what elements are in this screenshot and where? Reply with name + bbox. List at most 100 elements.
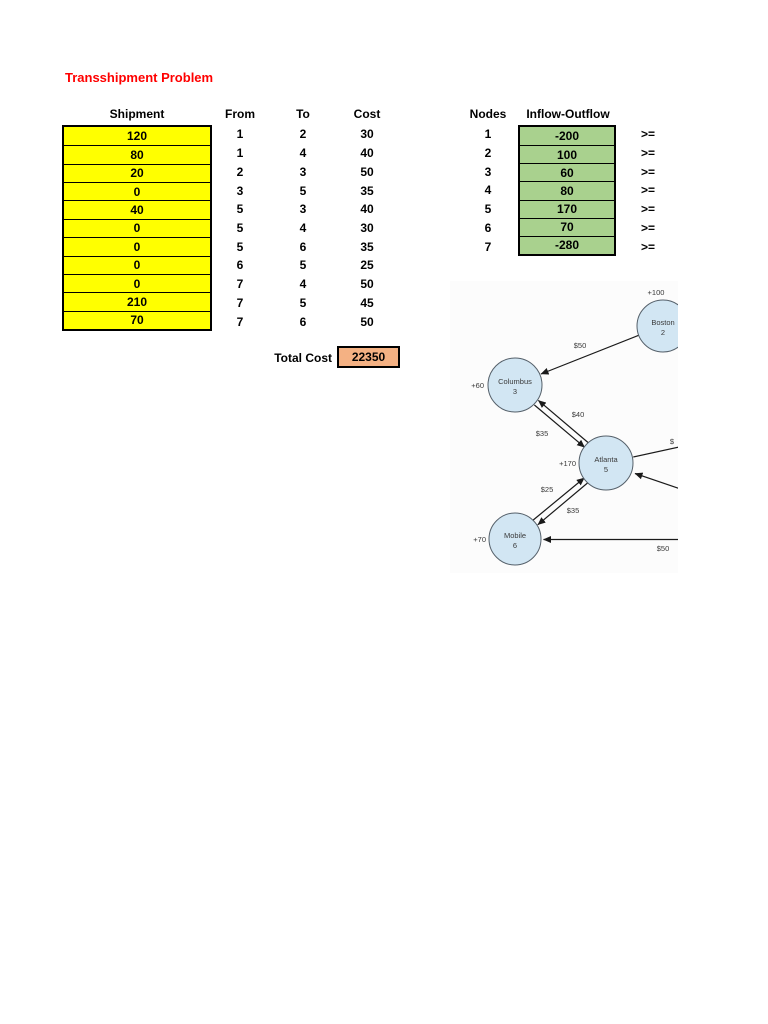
node-number-column: 1 2 3 4 5 6 7 — [464, 125, 512, 256]
edge-cost-atlanta-offscreen: $ — [670, 437, 675, 446]
constraint-operator: >= — [640, 239, 655, 254]
node-number-cell: 7 — [484, 239, 492, 254]
node-boston-name: Boston — [651, 318, 674, 327]
supply-label-atlanta: +170 — [559, 459, 576, 468]
shipment-cell: 0 — [64, 273, 210, 293]
diagram-nodes — [487, 299, 678, 566]
constraint-operator: >= — [640, 202, 655, 217]
cost-cell: 40 — [360, 202, 374, 217]
shipment-column-header: Shipment — [109, 107, 165, 121]
to-cell: 5 — [299, 258, 307, 273]
inflow-outflow-cell: -200 — [520, 127, 614, 146]
constraint-operator: >= — [640, 127, 655, 142]
node-boston-circle — [636, 299, 678, 353]
node-atlanta-name: Atlanta — [594, 455, 618, 464]
inflow-outflow-cell: 80 — [520, 181, 614, 200]
inflow-outflow-cell: -280 — [520, 235, 614, 254]
cost-cell: 45 — [360, 295, 374, 310]
shipment-cell: 0 — [64, 255, 210, 274]
edge-cost-columbus-atlanta: $35 — [536, 429, 549, 438]
edge-cost-boston-columbus: $50 — [574, 341, 587, 350]
from-cell: 1 — [236, 146, 244, 161]
node-atlanta-circle — [578, 435, 634, 491]
from-cell: 6 — [236, 258, 244, 273]
node-number-cell: 5 — [484, 202, 492, 217]
shipment-cell: 120 — [64, 127, 210, 146]
edge-atlanta-to-columbus — [538, 399, 589, 444]
node-mobile-circle — [488, 512, 542, 566]
shipment-cell: 70 — [64, 310, 210, 329]
from-cell: 5 — [236, 239, 244, 254]
to-cell: 4 — [299, 277, 307, 292]
edge-cost-atlanta-columbus: $40 — [572, 410, 585, 419]
total-cost-value: 22350 — [337, 346, 400, 368]
edge-offscreen-to-atlanta — [634, 472, 678, 489]
shipment-cell: 40 — [64, 200, 210, 219]
inflow-outflow-cell: 100 — [520, 145, 614, 164]
to-cell: 2 — [299, 127, 307, 142]
cost-cell: 50 — [360, 277, 374, 292]
to-cell: 3 — [299, 202, 307, 217]
inflow-outflow-cell: 60 — [520, 163, 614, 182]
from-cell: 1 — [236, 127, 244, 142]
page-title: Transshipment Problem — [65, 70, 214, 85]
from-cell: 7 — [236, 295, 244, 310]
to-cell: 3 — [299, 164, 307, 179]
node-number-cell: 1 — [484, 127, 492, 142]
cost-column: 30 40 50 35 40 30 35 25 50 45 50 — [343, 125, 391, 331]
shipment-cell: 0 — [64, 237, 210, 256]
supply-label-mobile: +70 — [473, 535, 486, 544]
from-cell: 5 — [236, 202, 244, 217]
shipment-cell: 0 — [64, 182, 210, 201]
node-number-cell: 2 — [484, 146, 492, 161]
supply-label-boston: +100 — [648, 288, 665, 297]
constraint-operator: >= — [640, 164, 655, 179]
shipment-cell: 80 — [64, 145, 210, 164]
node-columbus-name: Columbus — [498, 377, 532, 386]
shipment-cell: 20 — [64, 163, 210, 183]
node-mobile-number: 6 — [513, 541, 517, 550]
constraint-operator: >= — [640, 220, 655, 235]
cost-cell: 30 — [360, 220, 374, 235]
node-boston-number: 2 — [661, 328, 665, 337]
edge-cost-mobile-atlanta: $25 — [541, 485, 554, 494]
cost-cell: 30 — [360, 127, 374, 142]
shipment-cell: 210 — [64, 292, 210, 311]
cost-cell: 35 — [360, 239, 374, 254]
from-cell: 5 — [236, 220, 244, 235]
node-columbus-number: 3 — [513, 387, 517, 396]
from-cell: 7 — [236, 277, 244, 292]
cost-cell: 40 — [360, 146, 374, 161]
to-cell: 4 — [299, 220, 307, 235]
node-mobile-name: Mobile — [504, 531, 526, 540]
edge-columbus-to-atlanta — [534, 404, 585, 448]
nodes-column-header: Nodes — [469, 107, 507, 121]
edge-cost-atlanta-mobile: $35 — [567, 506, 580, 515]
inflow-outflow-cell: 70 — [520, 217, 614, 236]
edge-mobile-to-atlanta — [532, 477, 585, 521]
diagram-edges — [532, 334, 678, 543]
transshipment-network-diagram: Boston 2 Columbus 3 Atlanta 5 Mobile 6 +… — [450, 281, 678, 573]
to-cell: 4 — [299, 146, 307, 161]
shipment-table: 120 80 20 0 40 0 0 0 0 210 70 — [62, 125, 212, 331]
node-number-cell: 6 — [484, 220, 492, 235]
to-cell: 5 — [299, 295, 307, 310]
from-column-header: From — [225, 107, 255, 121]
node-columbus-circle — [487, 357, 543, 413]
supply-label-columbus: +60 — [471, 381, 484, 390]
from-column: 1 1 2 3 5 5 5 6 7 7 7 — [216, 125, 264, 331]
edge-atlanta-to-mobile — [537, 482, 589, 526]
inflow-outflow-table: -200 100 60 80 170 70 -280 — [518, 125, 616, 256]
to-column: 2 4 3 5 3 4 6 5 4 5 6 — [279, 125, 327, 331]
constraint-operator: >= — [640, 183, 655, 198]
shipment-cell: 0 — [64, 218, 210, 238]
cost-cell: 25 — [360, 258, 374, 273]
to-cell: 6 — [299, 239, 307, 254]
from-cell: 3 — [236, 183, 244, 198]
cost-cell: 50 — [360, 164, 374, 179]
inflow-outflow-column-header: Inflow-Outflow — [526, 107, 610, 121]
to-column-header: To — [296, 107, 310, 121]
edge-boston-to-columbus — [540, 334, 639, 375]
cost-column-header: Cost — [353, 107, 381, 121]
